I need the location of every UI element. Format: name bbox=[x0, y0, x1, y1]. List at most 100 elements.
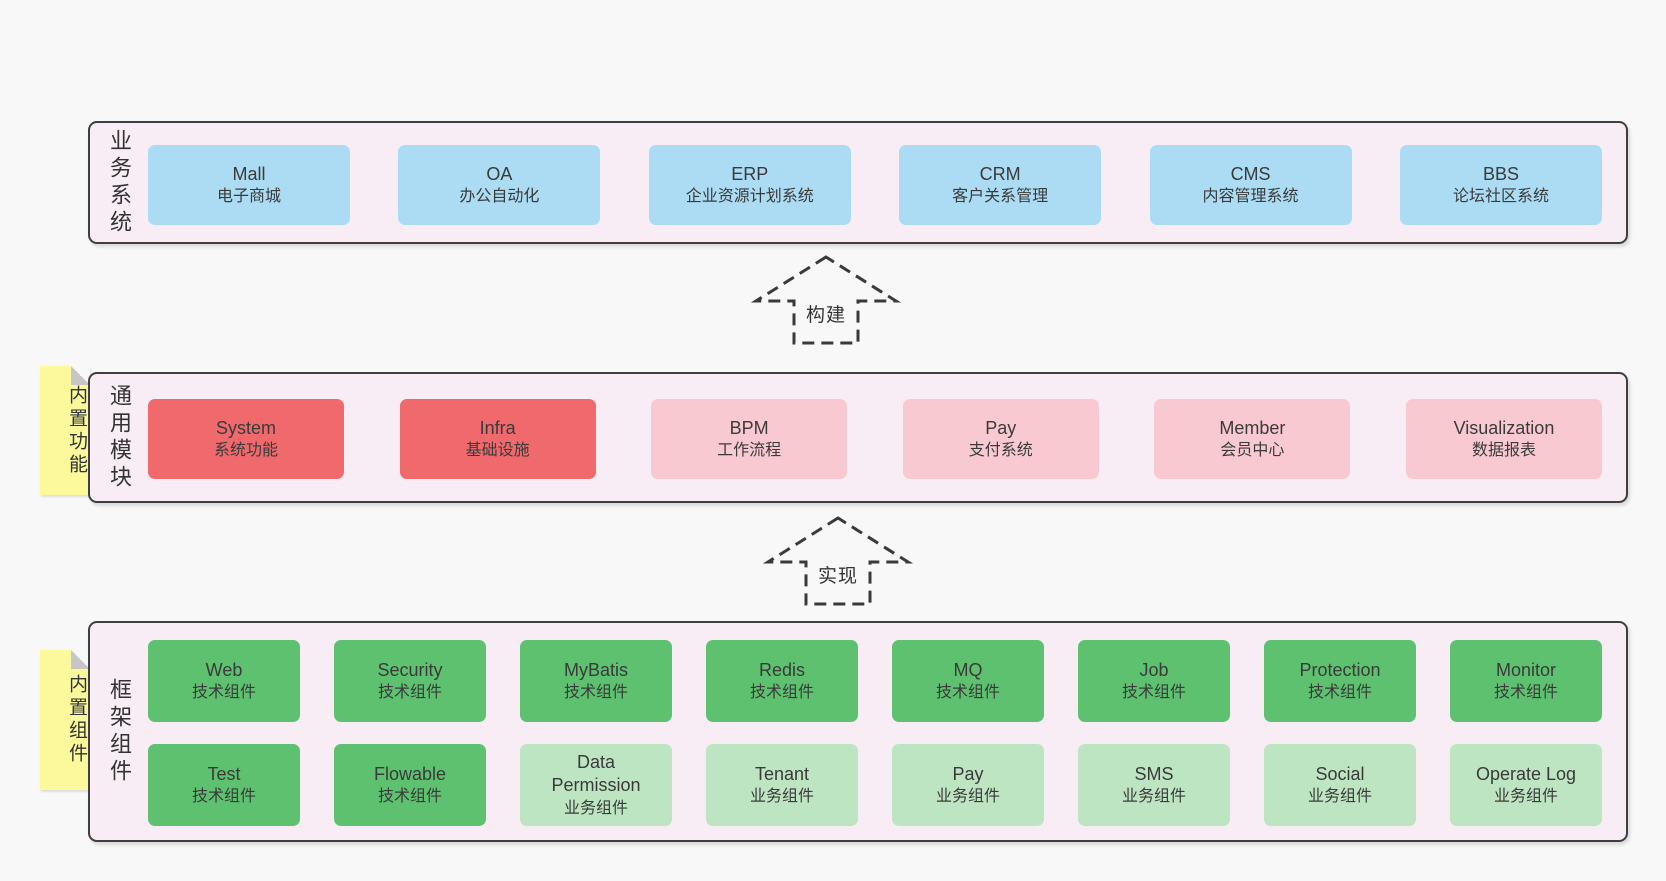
box-flowable: Flowable 技术组件 bbox=[334, 744, 486, 826]
box-mybatis: MyBatis 技术组件 bbox=[520, 640, 672, 722]
box-name-text: Web bbox=[205, 659, 243, 680]
box-name-text: OA bbox=[486, 163, 513, 184]
box-mall: Mall 电子商城 bbox=[148, 145, 350, 225]
box-crm: CRM 客户关系管理 bbox=[899, 145, 1102, 225]
box-desc-text: 业务组件 bbox=[1121, 787, 1186, 805]
box-name-text: Test bbox=[207, 763, 241, 784]
box-desc-text: 技术组件 bbox=[563, 683, 628, 701]
box-desc-text: 业务组件 bbox=[749, 787, 814, 805]
box-desc-text: 支付系统 bbox=[968, 441, 1033, 459]
box-desc-text: 论坛社区系统 bbox=[1452, 187, 1549, 205]
box-desc-text: 技术组件 bbox=[935, 683, 1000, 701]
common-modules-row: System 系统功能 Infra 基础设施 BPM 工作流程 Pay 支付系统… bbox=[148, 399, 1602, 479]
box-desc-text: 办公自动化 bbox=[459, 187, 540, 205]
box-name-text: CRM bbox=[979, 163, 1021, 184]
box-job: Job 技术组件 bbox=[1078, 640, 1230, 722]
note-fold-corner bbox=[71, 366, 90, 385]
arrow-label: 实现 bbox=[817, 566, 858, 587]
box-desc-text: 业务组件 bbox=[1493, 787, 1558, 805]
box-bbs: BBS 论坛社区系统 bbox=[1399, 145, 1602, 225]
panel-title-framework-components: 框架组件 bbox=[107, 677, 132, 786]
box-name-text: MyBatis bbox=[563, 659, 628, 680]
framework-components-panel: 框架组件 Web 技术组件 Security 技术组件 MyBatis 技术组件… bbox=[88, 621, 1628, 842]
sticky-note-built-in-components: 内置组件 bbox=[40, 650, 90, 790]
dashed-up-arrow-icon bbox=[751, 255, 901, 345]
box-desc-text: 业务组件 bbox=[1307, 787, 1372, 805]
box-name-text: Member bbox=[1219, 417, 1286, 438]
panel-title-common-modules: 通用模块 bbox=[107, 383, 132, 492]
box-security: Security 技术组件 bbox=[334, 640, 486, 722]
box-social: Social 业务组件 bbox=[1264, 744, 1416, 826]
dashed-up-arrow-icon bbox=[763, 516, 913, 606]
box-erp: ERP 企业资源计划系统 bbox=[648, 145, 851, 225]
box-operate-log: Operate Log 业务组件 bbox=[1450, 744, 1602, 826]
box-name-text: Pay bbox=[985, 417, 1017, 438]
box-sms: SMS 业务组件 bbox=[1078, 744, 1230, 826]
panel-title-business-systems: 业务系统 bbox=[107, 128, 132, 237]
arrow-label: 构建 bbox=[805, 305, 846, 326]
sticky-note-label: 内置组件 bbox=[66, 674, 87, 766]
box-desc-text: 工作流程 bbox=[717, 441, 782, 459]
box-desc-text: 会员中心 bbox=[1220, 441, 1285, 459]
box-mq: MQ 技术组件 bbox=[892, 640, 1044, 722]
box-monitor: Monitor 技术组件 bbox=[1450, 640, 1602, 722]
box-system: System 系统功能 bbox=[148, 399, 344, 479]
box-pay-biz: Pay 业务组件 bbox=[892, 744, 1044, 826]
arrow-build: 构建 bbox=[751, 254, 901, 346]
box-protection: Protection 技术组件 bbox=[1264, 640, 1416, 722]
arrow-implement: 实现 bbox=[763, 515, 913, 607]
box-desc-text: 技术组件 bbox=[377, 787, 442, 805]
box-name-text: Flowable bbox=[373, 763, 447, 784]
box-name-text: System bbox=[215, 417, 276, 438]
box-name-text: Security bbox=[377, 659, 443, 680]
box-member: Member 会员中心 bbox=[1154, 399, 1351, 479]
box-cms: CMS 内容管理系统 bbox=[1149, 145, 1352, 225]
box-name-text: Pay bbox=[952, 763, 984, 784]
box-desc-text: 基础设施 bbox=[465, 441, 530, 459]
business-systems-row: Mall 电子商城 OA 办公自动化 ERP 企业资源计划系统 CRM 客户关系… bbox=[148, 145, 1602, 225]
box-infra: Infra 基础设施 bbox=[399, 399, 596, 479]
box-desc-text: 技术组件 bbox=[749, 683, 814, 701]
box-tenant: Tenant 业务组件 bbox=[706, 744, 858, 826]
box-data-permission: Data Permission 业务组件 bbox=[520, 744, 672, 826]
box-name-text: ERP bbox=[731, 163, 769, 184]
box-desc-text: 技术组件 bbox=[1121, 683, 1186, 701]
box-pay: Pay 支付系统 bbox=[902, 399, 1099, 479]
box-name-text: BPM bbox=[729, 417, 769, 438]
box-visualization: Visualization 数据报表 bbox=[1405, 399, 1602, 479]
box-desc-text: 系统功能 bbox=[213, 441, 278, 459]
box-name-text: BBS bbox=[1482, 163, 1519, 184]
sticky-note-built-in-features: 内置功能 bbox=[40, 366, 90, 495]
framework-components-row-1: Web 技术组件 Security 技术组件 MyBatis 技术组件 Redi… bbox=[148, 640, 1602, 722]
box-name-text: Visualization bbox=[1453, 417, 1555, 438]
box-oa: OA 办公自动化 bbox=[398, 145, 601, 225]
box-desc-text: 电子商城 bbox=[216, 187, 281, 205]
box-desc-text: 业务组件 bbox=[935, 787, 1000, 805]
box-name-text: Tenant bbox=[754, 763, 810, 784]
note-fold-corner bbox=[71, 650, 90, 669]
box-desc-text: 企业资源计划系统 bbox=[685, 187, 814, 205]
box-name-text: Social bbox=[1315, 763, 1365, 784]
box-name-text: SMS bbox=[1134, 763, 1174, 784]
box-desc-text: 技术组件 bbox=[191, 787, 256, 805]
box-name-text: Operate Log bbox=[1475, 763, 1577, 784]
box-name-text: Job bbox=[1139, 659, 1169, 680]
common-modules-panel: 通用模块 System 系统功能 Infra 基础设施 BPM 工作流程 Pay… bbox=[88, 372, 1628, 503]
framework-components-row-2: Test 技术组件 Flowable 技术组件 Data Permission … bbox=[148, 744, 1602, 826]
box-name-text: Monitor bbox=[1495, 659, 1557, 680]
box-desc-text: 技术组件 bbox=[191, 683, 256, 701]
box-desc-text: 技术组件 bbox=[377, 683, 442, 701]
box-name-text: Redis bbox=[758, 659, 806, 680]
box-bpm: BPM 工作流程 bbox=[651, 399, 848, 479]
sticky-note-label: 内置功能 bbox=[66, 384, 87, 477]
box-desc-text: 数据报表 bbox=[1471, 441, 1536, 459]
box-name-text: Infra bbox=[479, 417, 516, 438]
box-redis: Redis 技术组件 bbox=[706, 640, 858, 722]
business-systems-panel: 业务系统 Mall 电子商城 OA 办公自动化 ERP 企业资源计划系统 CRM… bbox=[88, 121, 1628, 244]
box-name-text: Data Permission bbox=[551, 751, 641, 796]
box-test: Test 技术组件 bbox=[148, 744, 300, 826]
box-name-text: Protection bbox=[1299, 659, 1381, 680]
box-desc-text: 内容管理系统 bbox=[1202, 187, 1299, 205]
box-name-text: MQ bbox=[953, 659, 983, 680]
